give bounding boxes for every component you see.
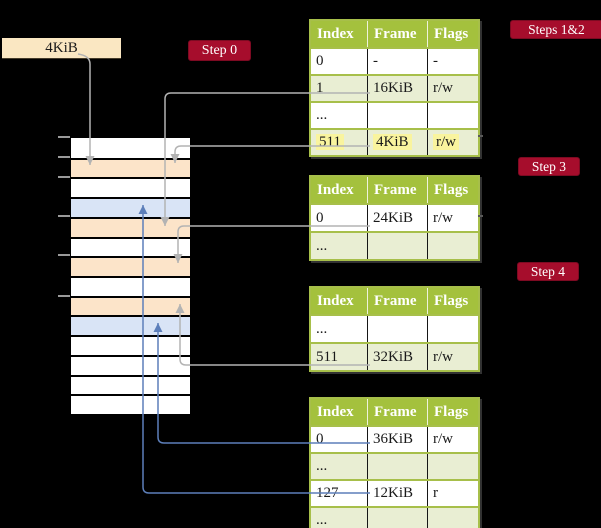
cell-flags: r	[427, 481, 478, 506]
connector-stub-table2	[478, 215, 483, 217]
cell-frame: 16KiB	[367, 76, 427, 101]
memory-frame-row	[71, 138, 190, 158]
frame-address-label: 4KiB	[2, 38, 121, 58]
badge-steps-1-2: Steps 1&2	[510, 20, 601, 39]
physical-memory-strip	[70, 137, 191, 415]
table-row: 511 4KiB r/w	[311, 128, 478, 155]
cell-index: 511	[311, 130, 367, 155]
cell-flags	[427, 508, 478, 528]
memory-frame-row	[71, 315, 190, 336]
cell-frame: 4KiB	[367, 130, 427, 155]
cell-frame	[367, 454, 427, 479]
cell-frame: 12KiB	[367, 481, 427, 506]
cell-index: 1	[316, 80, 324, 96]
cell-index: ...	[316, 458, 328, 474]
cell-index: ...	[316, 512, 328, 528]
column-header-index: Index	[317, 26, 354, 42]
cell-frame: -	[367, 49, 427, 74]
memory-frame-row	[71, 374, 190, 395]
memory-tick	[58, 136, 70, 138]
memory-frame-row	[71, 177, 190, 198]
cell-flags: -	[427, 49, 478, 74]
cell-index: ...	[316, 107, 328, 123]
memory-frame-row	[71, 295, 190, 316]
cell-flags	[427, 454, 478, 479]
badge-step-3: Step 3	[518, 157, 580, 176]
cell-frame: 36KiB	[367, 427, 427, 452]
memory-frame-row	[71, 157, 190, 178]
memory-frame-row	[71, 275, 190, 296]
column-header-index: Index	[317, 293, 354, 309]
memory-tick	[58, 254, 70, 256]
memory-frame-row	[71, 354, 190, 375]
cell-flags: r/w	[427, 130, 478, 155]
column-header-flags: Flags	[427, 288, 478, 314]
column-header-flags: Flags	[427, 177, 478, 203]
memory-frame-row	[71, 236, 190, 257]
highlighted-value: 511	[316, 134, 344, 150]
column-header-frame: Frame	[367, 21, 427, 47]
memory-tick	[58, 215, 70, 217]
table-row: 0 --	[311, 47, 478, 74]
highlighted-value: r/w	[433, 134, 459, 150]
cell-flags	[427, 103, 478, 128]
cell-flags: r/w	[427, 344, 478, 370]
column-header-index: Index	[317, 182, 354, 198]
cell-frame	[367, 233, 427, 259]
cell-index: 127	[316, 485, 339, 501]
cell-index: ...	[316, 321, 328, 337]
highlighted-value: 4KiB	[373, 134, 412, 150]
cell-index: 0	[316, 53, 324, 69]
column-header-frame: Frame	[367, 177, 427, 203]
memory-tick	[58, 176, 70, 178]
cell-index: 0	[316, 210, 324, 226]
cell-frame	[367, 316, 427, 342]
badge-step-0: Step 0	[188, 40, 251, 61]
cell-flags	[427, 233, 478, 259]
column-header-frame: Frame	[367, 399, 427, 425]
memory-frame-row	[71, 197, 190, 217]
table-row: ...	[311, 452, 478, 479]
cell-frame: 24KiB	[367, 205, 427, 231]
memory-frame-row	[71, 256, 190, 276]
memory-tick	[58, 156, 70, 158]
memory-frame-row	[71, 216, 190, 237]
cell-index: 511	[316, 349, 338, 365]
cell-frame	[367, 508, 427, 528]
memory-frame-row	[71, 394, 190, 414]
table-row: ...	[311, 231, 478, 259]
table-row: ...	[311, 314, 478, 342]
memory-tick	[58, 295, 70, 297]
column-header-flags: Flags	[427, 399, 478, 425]
cell-flags: r/w	[427, 205, 478, 231]
cell-frame: 32KiB	[367, 344, 427, 370]
connector-stub-table1	[478, 135, 483, 137]
cell-flags: r/w	[427, 76, 478, 101]
column-header-frame: Frame	[367, 288, 427, 314]
memory-frame-row	[71, 335, 190, 355]
badge-step-4: Step 4	[517, 262, 579, 281]
cell-index: ...	[316, 238, 328, 254]
column-header-flags: Flags	[427, 21, 478, 47]
cell-flags: r/w	[427, 427, 478, 452]
table-row: ...	[311, 506, 478, 528]
cell-frame	[367, 103, 427, 128]
cell-index: 0	[316, 431, 324, 447]
cell-flags	[427, 316, 478, 342]
column-header-index: Index	[317, 404, 354, 420]
table-row: ...	[311, 101, 478, 128]
